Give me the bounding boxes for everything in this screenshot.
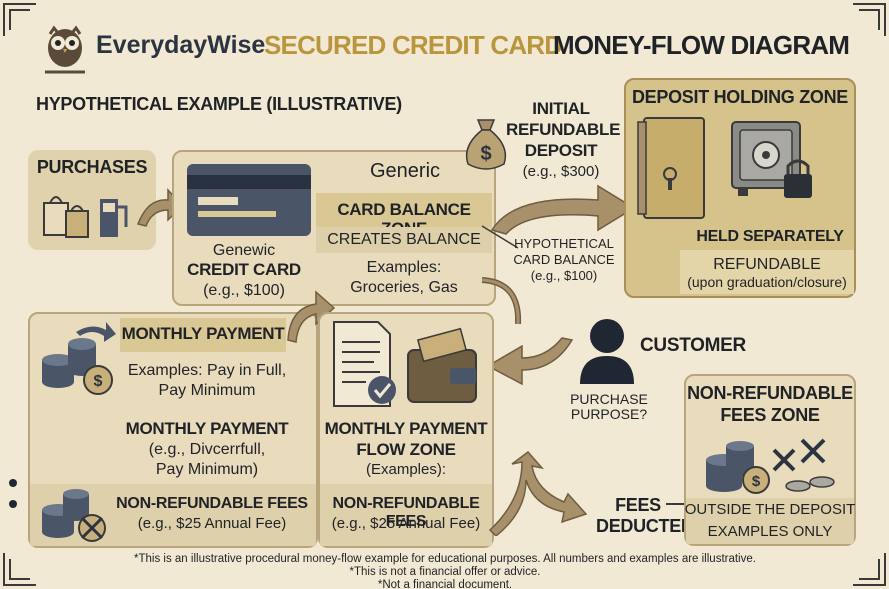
customer-label: CUSTOMER: [640, 335, 746, 356]
nonrefund-zone-title1: NON-REFUNDABLE: [687, 383, 853, 403]
flow-zone-title2: FLOW ZONE: [356, 440, 456, 459]
nonrefund-examples-only: EXAMPLES ONLY: [707, 523, 833, 540]
monthly-payment2-line1: (e.g., Divcerrfull,: [148, 441, 266, 458]
hyp-balance-line2: CARD BALANCE: [513, 252, 615, 267]
payment-examples-line1: Examples: Pay in Full,: [127, 362, 287, 379]
monthly-payment-header: [120, 318, 286, 352]
creates-balance-band: [316, 227, 492, 253]
brand-name: EverydayWise: [96, 31, 266, 59]
svg-text:$: $: [480, 143, 491, 165]
deposit-line2: REFUNDABLE: [506, 120, 621, 139]
holding-zone-title: DEPOSIT HOLDING ZONE: [631, 87, 848, 107]
owl-logo-icon: [45, 25, 85, 74]
balance-examples-label: Examples:: [366, 259, 442, 276]
monthly-payment2-line2: Pay Minimum): [155, 461, 259, 478]
money-bag-icon: $: [465, 119, 507, 170]
title-gold: SECURED CREDIT CARD: [264, 30, 563, 60]
credit-card-icon: [187, 164, 311, 236]
footer-line1: *This is an illustrative procedural mone…: [134, 553, 756, 565]
corner-ornament-bottom-right: [853, 553, 886, 586]
card-name-line2: CREDIT CARD: [187, 260, 301, 279]
svg-text:$: $: [94, 373, 103, 390]
flow-zone-examples: (Examples):: [365, 461, 447, 478]
flow-zone-title1: MONTHLY PAYMENT: [324, 419, 488, 438]
flow-fees-title: NON-REFUNDABLE FEES: [332, 495, 480, 530]
deposit-line1: INITIAL: [532, 99, 590, 118]
payment-examples-line2: Pay Minimum: [158, 382, 256, 399]
refundable-band: [680, 250, 854, 294]
creates-balance-label: CREATES BALANCE: [327, 231, 481, 248]
coins-icon: $: [42, 322, 116, 395]
purchases-label: PURCHASES: [36, 157, 148, 177]
refundable-note: (upon graduation/closure): [687, 274, 847, 290]
corner-ornament-top-right: [853, 3, 886, 36]
customer-purpose: PURCHASE PURPOSE?: [570, 391, 648, 423]
title-dark: MONEY-FLOW DIAGRAM: [553, 30, 850, 60]
arrow-balance-down: [481, 277, 522, 325]
deposit-amount: (e.g., $300): [522, 163, 600, 180]
nonrefund-outside: OUTSIDE THE DEPOSIT: [684, 501, 856, 518]
hyp-balance-amount: (e.g., $100): [530, 268, 598, 283]
fees-deducted-line1: FEES: [615, 495, 661, 515]
customer-person-icon: [580, 319, 634, 384]
connector-line-balance: [481, 225, 519, 249]
bill-and-wallet-icon: [333, 321, 477, 407]
left-fees-title: NON-REFUNDABLE FEES: [116, 495, 308, 512]
corner-ornament-bottom-left: [3, 553, 36, 586]
corner-ornament-top-left: [3, 3, 36, 36]
left-fees-example: (e.g., $25 Annual Fee): [137, 515, 287, 532]
monthly-payment-title: MONTHLY PAYMENT: [121, 324, 285, 343]
arrow-customer-to-flow: [486, 337, 574, 386]
svg-text:$: $: [752, 473, 761, 490]
flow-fees-example: (e.g., $25 Annual Fee): [331, 515, 481, 532]
card-top-label: Generic: [369, 160, 441, 182]
nonrefund-band: [686, 498, 854, 544]
side-dots-decoration: [9, 479, 17, 508]
arrow-fees-deducted: [488, 450, 588, 536]
fee-coins-icon: [42, 489, 106, 542]
footer-line3: *Not a financial document.: [377, 579, 513, 589]
card-name-line1: Genewic: [212, 242, 276, 259]
fees-deducted-line2: DEDUCTED: [596, 516, 694, 536]
safe-lock-icon: [731, 121, 812, 198]
card-amount: (e.g., $100): [203, 282, 285, 299]
coins-crossed-icon: $: [706, 438, 835, 494]
footer-line2: *This is not a financial offer or advice…: [349, 566, 541, 578]
deposit-line3: DEPOSIT: [524, 141, 598, 160]
monthly-payment2-title: MONTHLY PAYMENT: [125, 419, 289, 438]
held-separately: HELD SEPARATELY: [696, 228, 844, 245]
vault-door-icon: [637, 117, 705, 219]
flow-fees-band: [320, 484, 492, 546]
hyp-balance-line1: HYPOTHETICAL: [514, 236, 614, 251]
shopping-bags-gas-icon: [43, 196, 128, 238]
subtitle: HYPOTHETICAL EXAMPLE (ILLUSTRATIVE): [36, 94, 402, 114]
balance-examples: Groceries, Gas: [350, 279, 458, 296]
arrow-deposit-to-holding: [490, 184, 636, 235]
nonrefund-zone-title2: FEES ZONE: [720, 405, 820, 425]
refundable-label: REFUNDABLE: [713, 256, 821, 273]
balance-zone-header: [316, 193, 492, 227]
